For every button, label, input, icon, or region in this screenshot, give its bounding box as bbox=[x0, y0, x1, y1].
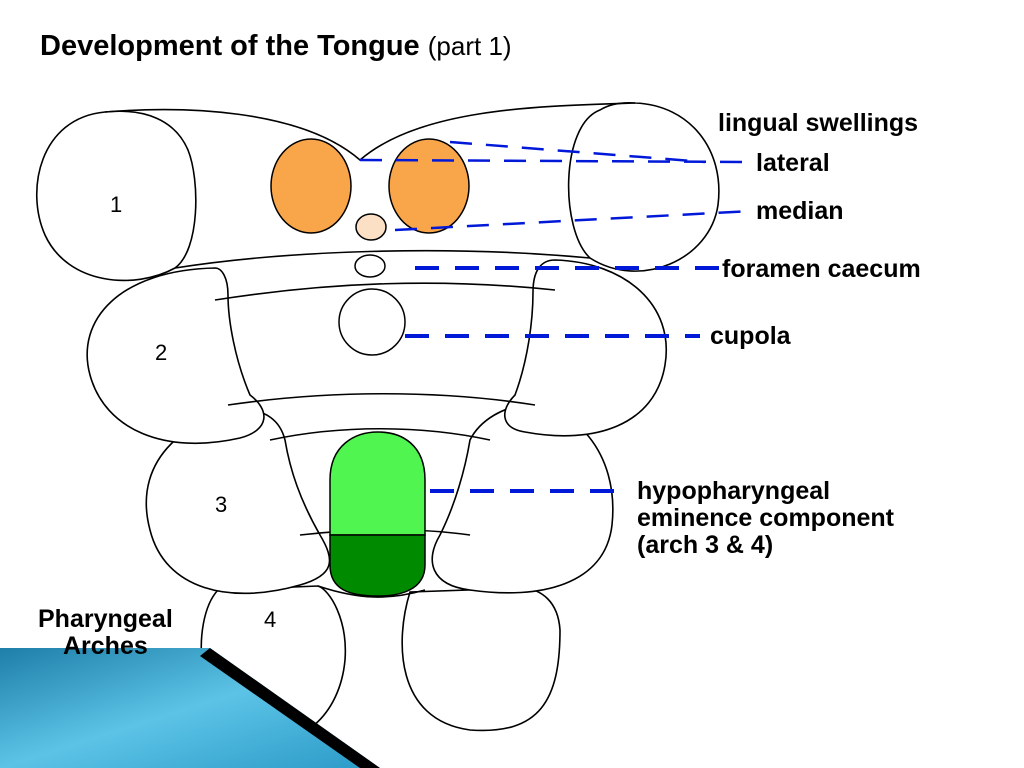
label-foramen-caecum: foramen caecum bbox=[722, 255, 921, 283]
title-main: Development of the Tongue bbox=[40, 30, 420, 62]
label-hypopharyngeal-line-2: eminence component bbox=[637, 504, 894, 532]
hypopharyngeal-lower bbox=[329, 534, 426, 597]
label-lateral: lateral bbox=[756, 149, 830, 177]
title-sub: (part 1) bbox=[427, 31, 512, 61]
label-pharyngeal-arches: Pharyngeal Arches bbox=[38, 606, 173, 660]
label-pharyngeal-line-1: Pharyngeal bbox=[38, 605, 173, 633]
page-title: Development of the Tongue (part 1) bbox=[40, 30, 512, 63]
arch-3-right bbox=[431, 404, 614, 594]
leader-median bbox=[394, 209, 753, 232]
arch-1-left bbox=[35, 110, 197, 282]
floor-band-4 bbox=[269, 428, 491, 441]
label-hypopharyngeal: hypopharyngeal eminence component (arch … bbox=[637, 478, 894, 559]
arch-4-right bbox=[401, 587, 561, 732]
floor-band-6 bbox=[317, 585, 426, 598]
floor-band-1 bbox=[174, 249, 591, 269]
arch-number-1: 1 bbox=[110, 192, 123, 217]
label-median: median bbox=[756, 197, 844, 225]
lateral-swelling-left bbox=[270, 138, 352, 234]
label-hypopharyngeal-line-3: (arch 3 & 4) bbox=[637, 531, 774, 559]
hypopharyngeal-upper bbox=[329, 431, 426, 536]
median-swelling bbox=[355, 213, 387, 241]
floor-band-3 bbox=[227, 392, 536, 406]
label-cupola: cupola bbox=[710, 322, 791, 350]
arch-number-2: 2 bbox=[155, 340, 168, 365]
label-hypopharyngeal-line-1: hypopharyngeal bbox=[637, 477, 831, 505]
cupola-mark bbox=[338, 288, 406, 356]
arch-3-left bbox=[145, 409, 331, 595]
floor-band-2 bbox=[214, 282, 556, 301]
arch-number-4: 4 bbox=[264, 607, 277, 632]
arch-2-right bbox=[503, 259, 668, 437]
arch-1-right bbox=[567, 102, 720, 272]
label-lingual-swellings: lingual swellings bbox=[718, 109, 919, 137]
slide-accent-arrow bbox=[0, 648, 380, 768]
lateral-swelling-right bbox=[388, 138, 470, 234]
arch-number-3: 3 bbox=[215, 492, 228, 517]
slide-accent-arrow-shadow bbox=[200, 648, 380, 768]
leader-lateral-upper bbox=[449, 140, 706, 164]
label-pharyngeal-line-2: Arches bbox=[63, 632, 148, 660]
leader-lateral bbox=[359, 158, 753, 164]
foramen-caecum-mark bbox=[354, 254, 386, 278]
arch-2-left bbox=[86, 267, 265, 445]
